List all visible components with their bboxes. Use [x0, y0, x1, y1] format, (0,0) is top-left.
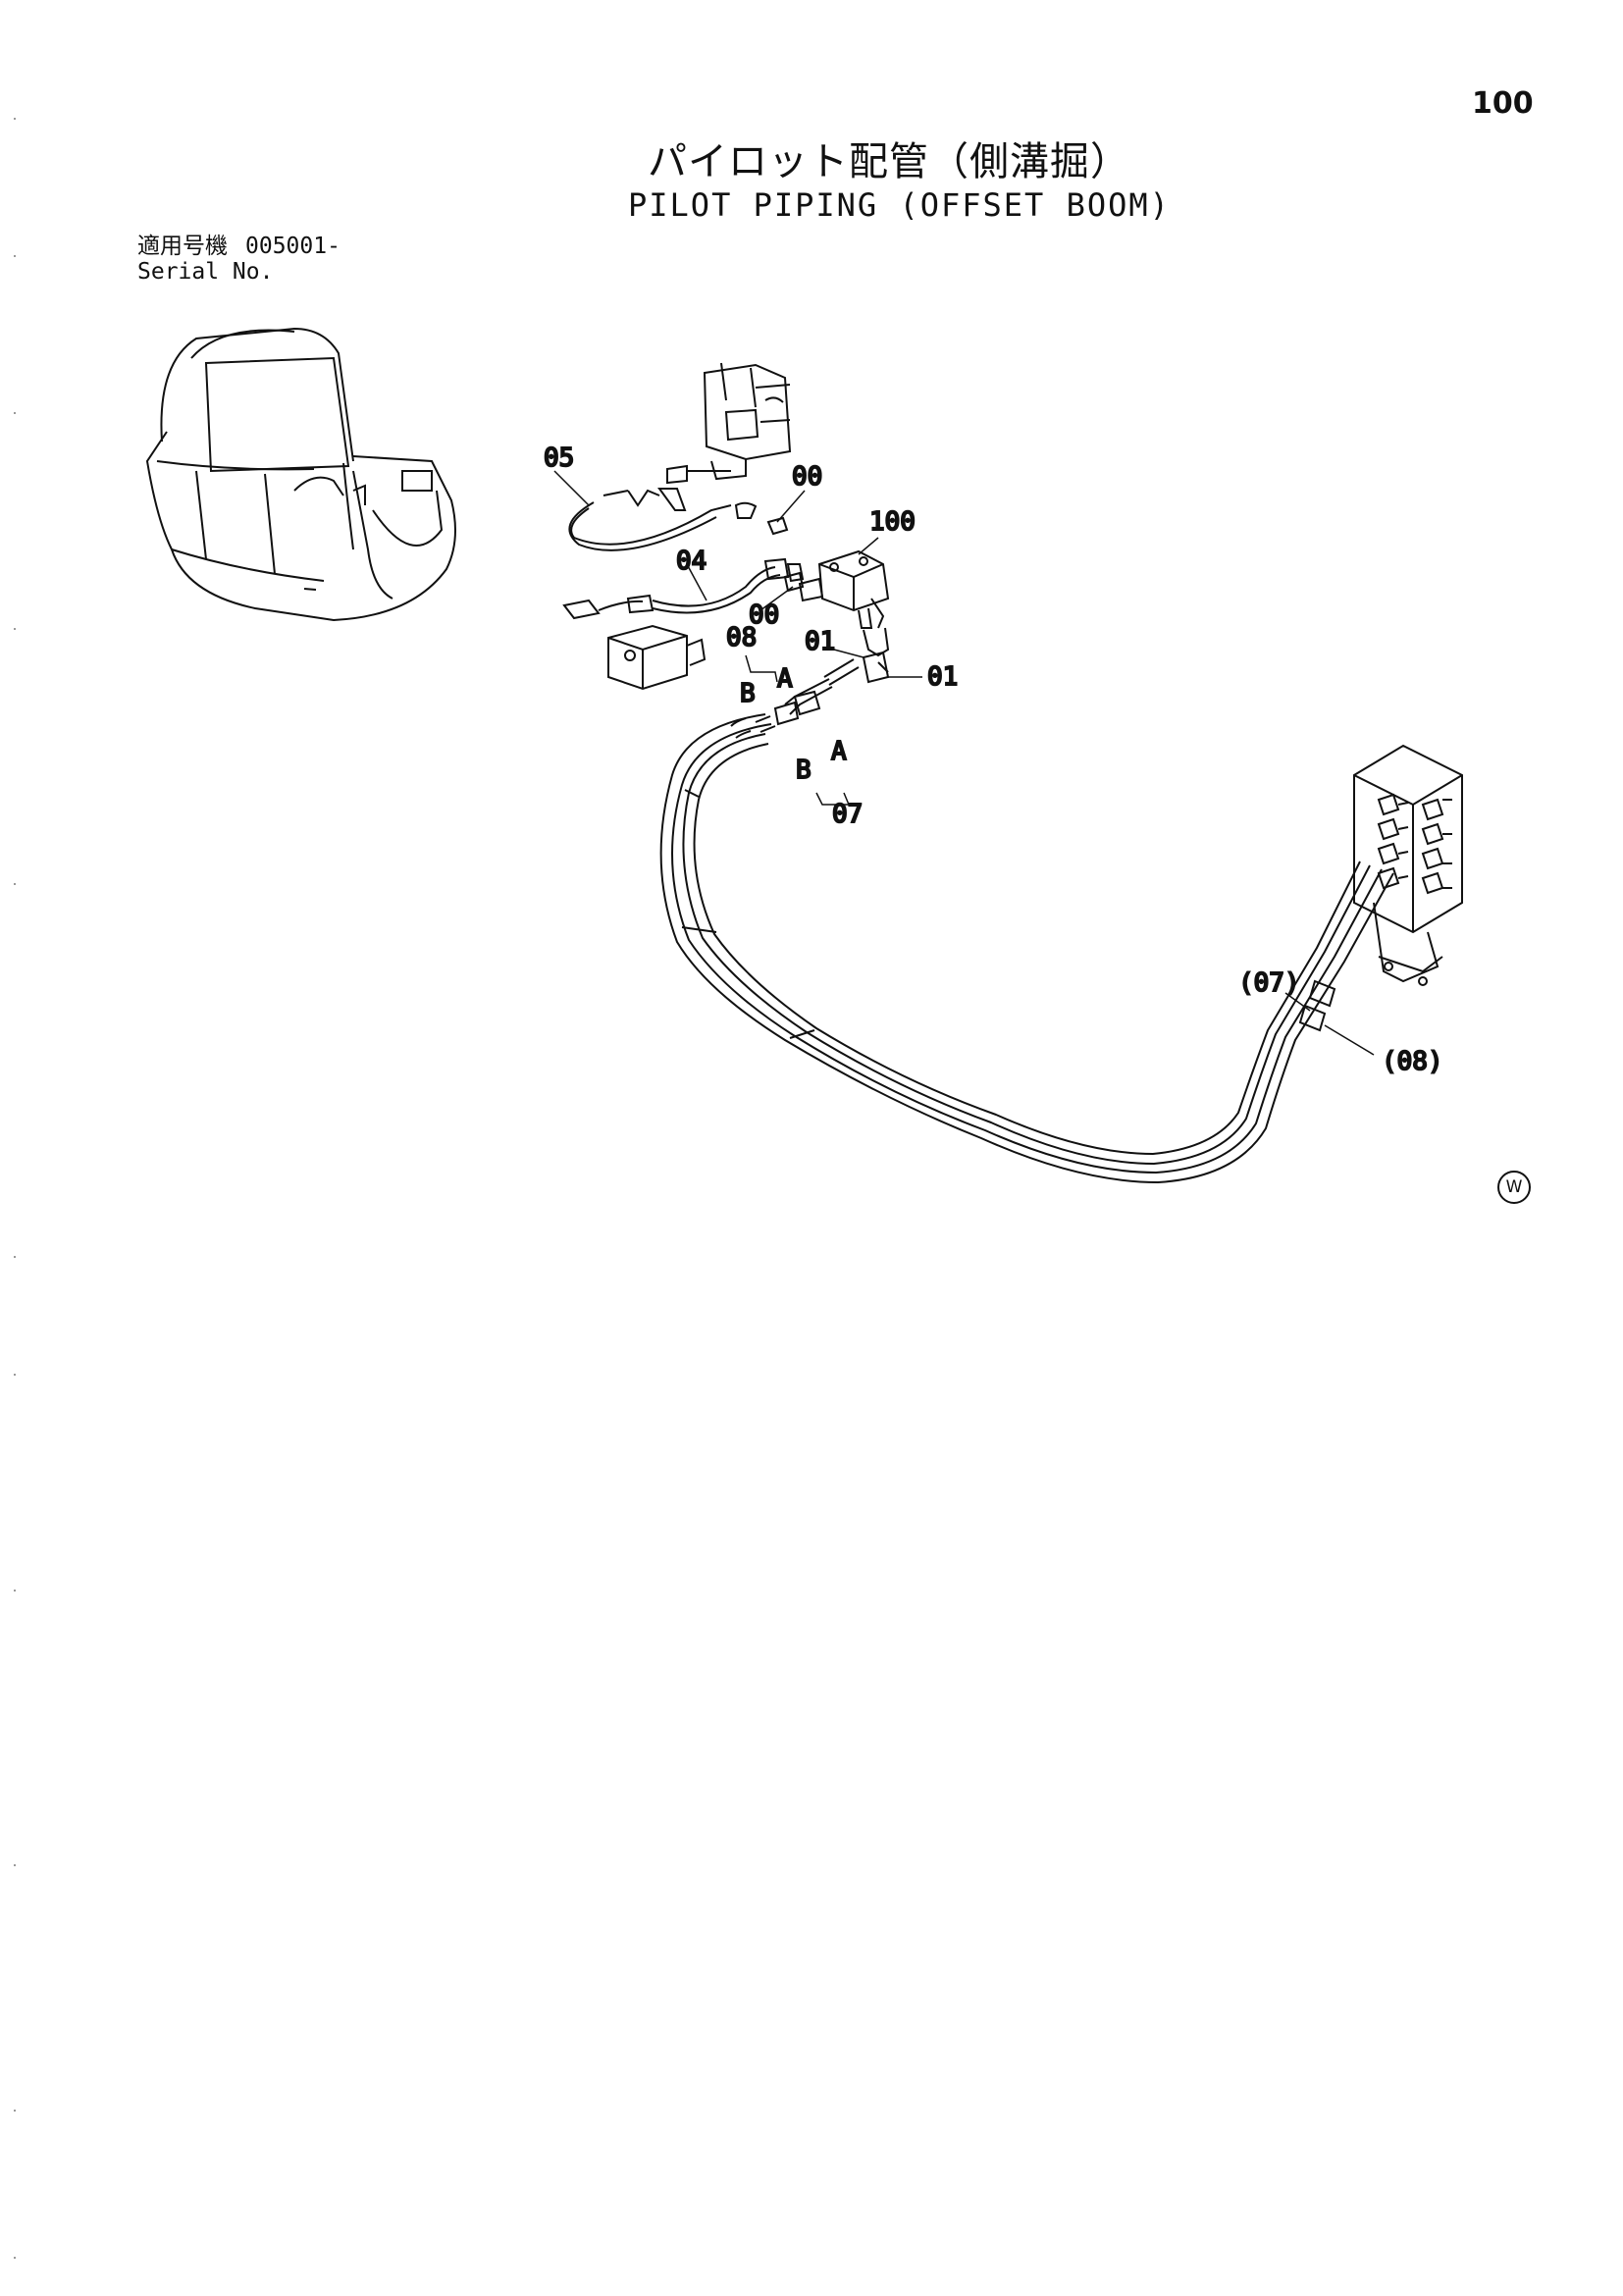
callout-01-right: 01: [927, 662, 958, 692]
callout-100: 100: [869, 507, 916, 537]
watermark-symbol: W: [1497, 1171, 1531, 1204]
callout-a-top: A: [777, 664, 793, 694]
serial-number-block: 適用号機 005001- Serial No.: [137, 234, 358, 285]
serial-label-japanese: 適用号機: [137, 234, 228, 259]
callout-08: 08: [726, 623, 757, 652]
callout-08-paren: (08): [1382, 1047, 1443, 1076]
hose-loop-07-08: [659, 713, 1394, 1184]
control-valve-ports: [1377, 793, 1452, 895]
page-number: 100: [1472, 86, 1534, 121]
serial-label-english: Serial No.: [137, 259, 274, 285]
leader-lines: [553, 470, 1375, 1056]
pilot-valve-assembly: [666, 362, 792, 485]
hose-05: [568, 488, 758, 551]
callout-07: 07: [832, 800, 863, 829]
callout-07-paren: (07): [1238, 968, 1300, 998]
page-title-english: PILOT PIPING (OFFSET BOOM): [628, 186, 1171, 224]
control-valve-block: [1353, 744, 1463, 986]
fitting-00-mid: [783, 571, 805, 593]
callout-01-left: 01: [805, 627, 835, 656]
fitting-00-top: [766, 516, 789, 536]
page-title-japanese: パイロット配管（側溝掘）: [648, 139, 1130, 184]
callout-a-bottom: A: [831, 737, 847, 766]
pipe-07-08-upper: [730, 678, 833, 739]
machine-overview-illustration: [145, 327, 456, 622]
solenoid-block: [607, 624, 707, 691]
valve-100-block: [798, 549, 890, 629]
callout-04: 04: [676, 547, 707, 576]
callout-00-mid: 00: [749, 600, 779, 630]
callout-00-top: 00: [792, 462, 822, 492]
callout-b-top: B: [740, 679, 756, 708]
callout-b-bottom: B: [796, 756, 812, 785]
callout-05: 05: [544, 444, 574, 473]
serial-value: 005001-: [245, 234, 340, 259]
